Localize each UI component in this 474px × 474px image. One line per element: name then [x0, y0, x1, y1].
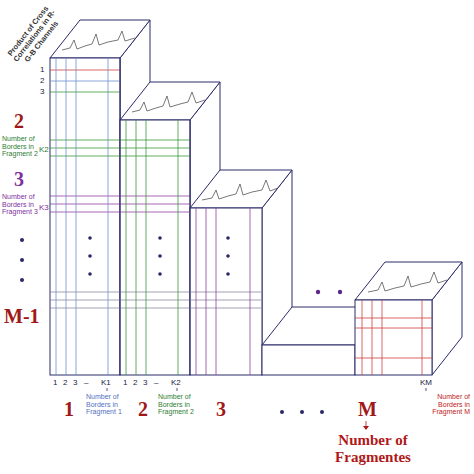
column-number: 3 — [73, 379, 77, 388]
fragment-number: 3 — [216, 398, 226, 420]
border-index: KM — [420, 379, 432, 388]
border-count-label: Number of Borders in Fragment 1 — [86, 393, 134, 416]
fragment-number: M-1 — [4, 305, 40, 327]
fragment-number: M — [358, 398, 377, 420]
column-ellipsis: – — [154, 379, 158, 388]
border-index: K2 — [39, 146, 49, 155]
row-number: 1 — [40, 66, 44, 75]
column-number: 2 — [133, 379, 137, 388]
border-index: K3 — [39, 204, 49, 213]
column-number: 3 — [143, 379, 147, 388]
border-count-label: Number of Borders in Fragment 2 — [158, 393, 206, 416]
fragment-number: 2 — [138, 398, 148, 420]
column-number: 1 — [53, 379, 57, 388]
fragment-number: 3 — [14, 168, 24, 190]
border-count-label: Number of Borders in Fragment 3 — [2, 193, 38, 216]
column-number: 1 — [123, 379, 127, 388]
fragment-number: 1 — [64, 398, 74, 420]
row-number: 3 — [40, 88, 44, 97]
border-index: K2 — [171, 379, 181, 388]
fragment-number: 2 — [14, 110, 24, 132]
border-count-label: Number of Borders in Fragment M — [412, 393, 470, 416]
column-ellipsis: – — [84, 379, 88, 388]
border-count-label: Number of Borders in Fragment 2 — [2, 135, 38, 158]
axis-title: Number of Fragmentes — [318, 432, 428, 465]
row-number: 2 — [40, 77, 44, 86]
column-number: 2 — [63, 379, 67, 388]
border-index: K1 — [101, 379, 111, 388]
